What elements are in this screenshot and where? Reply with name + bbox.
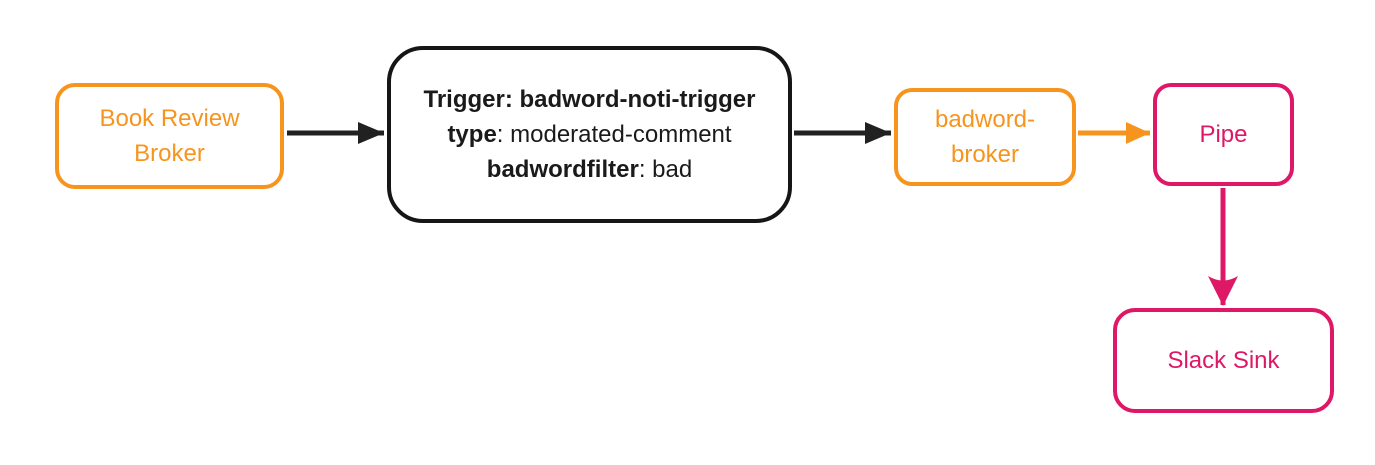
node-book-review-broker: Book Review Broker [55,83,284,189]
node-pipe-label: Pipe [1199,121,1248,148]
trigger-line-2-key: type [447,121,497,148]
node-slack-sink-label: Slack Sink [1167,347,1280,374]
node-trigger: Trigger: badword-noti-trigger type: mode… [387,46,792,223]
trigger-line-3: badwordfilter: bad [487,152,692,187]
node-badword-broker-label: badword-broker [934,106,1036,168]
trigger-line-2: type: moderated-comment [447,117,731,152]
trigger-line-1: Trigger: badword-noti-trigger [423,86,756,113]
node-book-review-broker-label: Book Review Broker [99,105,240,167]
node-badword-broker: badword-broker [894,88,1076,186]
trigger-line-3-value: : bad [638,156,693,183]
trigger-line-2-value: : moderated-comment [496,121,732,148]
node-pipe: Pipe [1153,83,1294,186]
node-slack-sink: Slack Sink [1113,308,1334,413]
trigger-line-3-key: badwordfilter [486,156,639,183]
